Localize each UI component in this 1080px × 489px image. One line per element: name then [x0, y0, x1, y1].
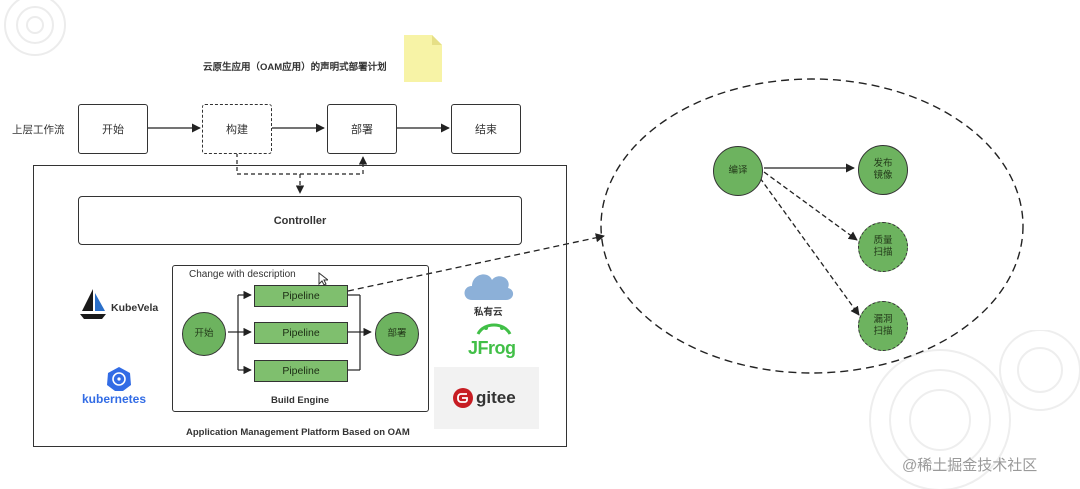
engine-deploy-node[interactable]: 部署	[375, 312, 419, 356]
kubernetes-wheel-icon	[107, 367, 131, 391]
gitee-logo-text: gitee	[476, 388, 516, 407]
private-cloud-label: 私有云	[474, 307, 503, 318]
workflow-step-deploy[interactable]: 部署	[327, 104, 397, 154]
controller-box[interactable]: Controller	[78, 196, 522, 245]
decorative-lace-top-left	[4, 0, 66, 56]
workflow-row-label: 上层工作流	[12, 124, 65, 136]
platform-footer: Application Management Platform Based on…	[186, 427, 410, 438]
vuln-scan-node[interactable]: 漏洞扫描	[858, 301, 908, 351]
watermark: @稀土掘金技术社区	[902, 457, 1038, 474]
quality-scan-node[interactable]: 质量扫描	[858, 222, 908, 272]
workflow-step-start[interactable]: 开始	[78, 104, 148, 154]
kubevela-logo-text: KubeVela	[111, 302, 159, 314]
vuln-label-line1: 漏洞	[873, 314, 893, 325]
gitee-logo-panel	[434, 367, 539, 429]
kubernetes-logo-text: kubernetes	[82, 392, 147, 406]
cursor-icon	[318, 272, 328, 286]
quality-label-line2: 扫描	[873, 247, 893, 258]
note-icon	[404, 35, 442, 82]
kubevela-sail-icon	[80, 289, 106, 319]
publish-label-line2: 镜像	[873, 170, 893, 181]
cloud-icon	[464, 274, 514, 300]
platform-frame	[33, 165, 567, 447]
build-engine-frame	[172, 265, 429, 412]
pipeline-2[interactable]: Pipeline	[254, 322, 348, 344]
page-title: 云原生应用（OAM应用）的声明式部署计划	[203, 62, 387, 73]
quality-label-line1: 质量	[873, 235, 893, 246]
jfrog-logo-text: JFrog	[468, 338, 516, 358]
publish-image-node[interactable]: 发布镜像	[858, 145, 908, 195]
build-engine-label: Build Engine	[271, 395, 330, 406]
workflow-step-build[interactable]: 构建	[202, 104, 272, 154]
decorative-lace-bottom-right	[869, 330, 1080, 489]
engine-start-node[interactable]: 开始	[182, 312, 226, 356]
pipeline-1[interactable]: Pipeline	[254, 285, 348, 307]
publish-label-line1: 发布	[873, 158, 893, 169]
gitee-g-icon	[453, 388, 473, 408]
pipeline-3[interactable]: Pipeline	[254, 360, 348, 382]
jfrog-frog-icon	[476, 323, 512, 335]
compile-node[interactable]: 编译	[713, 146, 763, 196]
vuln-label-line2: 扫描	[873, 326, 893, 337]
engine-caption: Change with description	[189, 269, 296, 280]
workflow-step-end[interactable]: 结束	[451, 104, 521, 154]
